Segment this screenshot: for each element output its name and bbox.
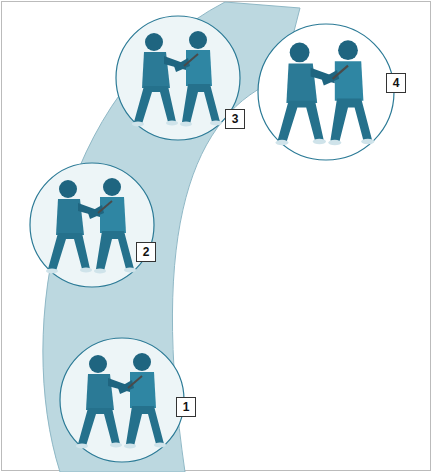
callout-number: 4 [393, 77, 400, 89]
callout-number: 2 [143, 246, 150, 258]
callout-box: 1 [176, 397, 196, 417]
step-circle [60, 338, 184, 462]
step-circle [30, 163, 154, 287]
callout-box: 3 [225, 109, 245, 129]
callout-box: 4 [386, 73, 406, 93]
callout-number: 3 [232, 113, 239, 125]
callout-number: 1 [183, 401, 190, 413]
callout-box: 2 [136, 242, 156, 262]
step-circle [116, 16, 240, 140]
step-circle [258, 24, 394, 160]
